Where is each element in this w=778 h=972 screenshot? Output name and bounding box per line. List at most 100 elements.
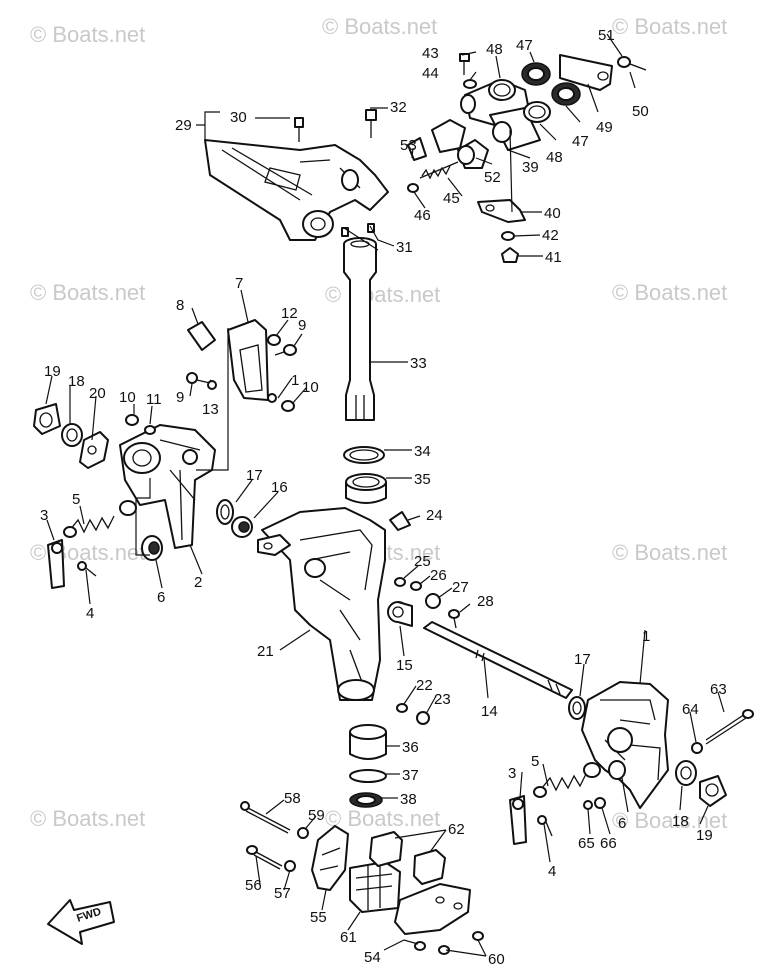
callout-label: 20 [89,385,106,402]
callout-label: 22 [416,677,433,694]
watermark-text: © Boats.net [612,14,727,39]
callout-label: 17 [574,651,591,668]
watermark-text: © Boats.net [30,540,145,565]
callout-label: 2 [194,574,202,591]
callout-label: 19 [696,827,713,844]
watermark-text: © Boats.net [30,280,145,305]
callout-label: 53 [400,137,417,154]
callout-label: 9 [298,317,306,334]
callout-label: 58 [284,790,301,807]
callout-label: 52 [484,169,501,186]
callout-label: 46 [414,207,431,224]
callout-label: 57 [274,885,291,902]
washer-11 [144,425,156,435]
washer-13 [207,380,217,390]
bracket-7 [227,319,269,401]
callout-label: 65 [578,835,595,852]
washer-18-left [61,423,83,447]
callout-label: 45 [443,190,460,207]
callout-label: 30 [230,109,247,126]
callout-label: 17 [246,467,263,484]
callout-label: 34 [414,443,431,460]
callout-label: 7 [235,275,243,292]
callout-label: 8 [176,297,184,314]
callout-label: 6 [157,589,165,606]
bolt-25 [394,577,406,587]
callout-label: 9 [176,389,184,406]
tilt-lock-assembly [407,53,647,263]
bolt-63 [705,709,754,745]
callout-label: 27 [452,579,469,596]
washer-23 [416,711,430,725]
bolt-58 [240,801,291,834]
callout-label: 29 [175,117,192,134]
callout-label: 59 [308,807,325,824]
bracket-55 [311,825,349,891]
bolt-30 [294,117,304,142]
lever-3-left [47,539,65,589]
spring-5-left [63,515,115,538]
callout-label: 15 [396,657,413,674]
callout-label: 60 [488,951,505,968]
clamp-bracket-right [581,681,669,809]
bolt-32 [365,109,377,138]
callout-label: 19 [44,363,61,380]
washer-18-right [675,760,697,786]
callout-label: 4 [86,605,94,622]
callout-label: 42 [542,227,559,244]
clamp-bracket-left [119,424,216,549]
callout-label: 63 [710,681,727,698]
nut-10-left [125,414,139,426]
steering-shaft [341,223,377,421]
callout-label: 28 [477,593,494,610]
nut-19-left [33,403,61,435]
fwd-arrow: FWD [47,899,115,945]
bolt-28 [448,609,460,629]
callout-label: 1 [291,372,299,389]
callout-label: 25 [414,553,431,570]
washer-17-left [216,499,234,525]
callout-label: 12 [281,305,298,322]
callout-label: 5 [72,491,80,508]
callout-label: 40 [544,205,561,222]
callout-label: 55 [310,909,327,926]
clip-24 [389,511,411,531]
callout-label: 48 [486,41,503,58]
callout-label: 5 [531,753,539,770]
nut-10-right [281,400,295,412]
bolt-9-top [274,344,297,356]
watermark-text: © Boats.net [612,808,727,833]
callout-label: 33 [410,355,427,372]
bushing-36 [349,724,387,760]
callout-label: 43 [422,45,439,62]
callout-label: 38 [400,791,417,808]
watermark-text: © Boats.net [325,806,440,831]
bolt-22 [396,703,408,713]
callout-label: 31 [396,239,413,256]
callout-label: 4 [548,863,556,880]
callout-label: 6 [618,815,626,832]
washer-12 [267,334,281,346]
bolt-4-right [537,815,553,837]
callout-label: 51 [598,27,615,44]
seal-38 [349,792,383,808]
watermark-text: © Boats.net [612,280,727,305]
steering-bracket [204,139,389,241]
callout-label: 62 [448,821,465,838]
callout-label: 37 [402,767,419,784]
callout-label: 36 [402,739,419,756]
washer-27 [425,593,441,609]
nut-19-right [699,775,727,807]
washer-57 [284,860,296,872]
callout-label: 1 [642,628,650,645]
pad-62-a [369,831,403,867]
pad-62-b [413,849,446,885]
callout-label: 14 [481,703,498,720]
callout-label: 10 [302,379,319,396]
spring-5-right [533,773,587,798]
callout-label: 16 [271,479,288,496]
callout-label: 48 [546,149,563,166]
callout-label: 21 [257,643,274,660]
